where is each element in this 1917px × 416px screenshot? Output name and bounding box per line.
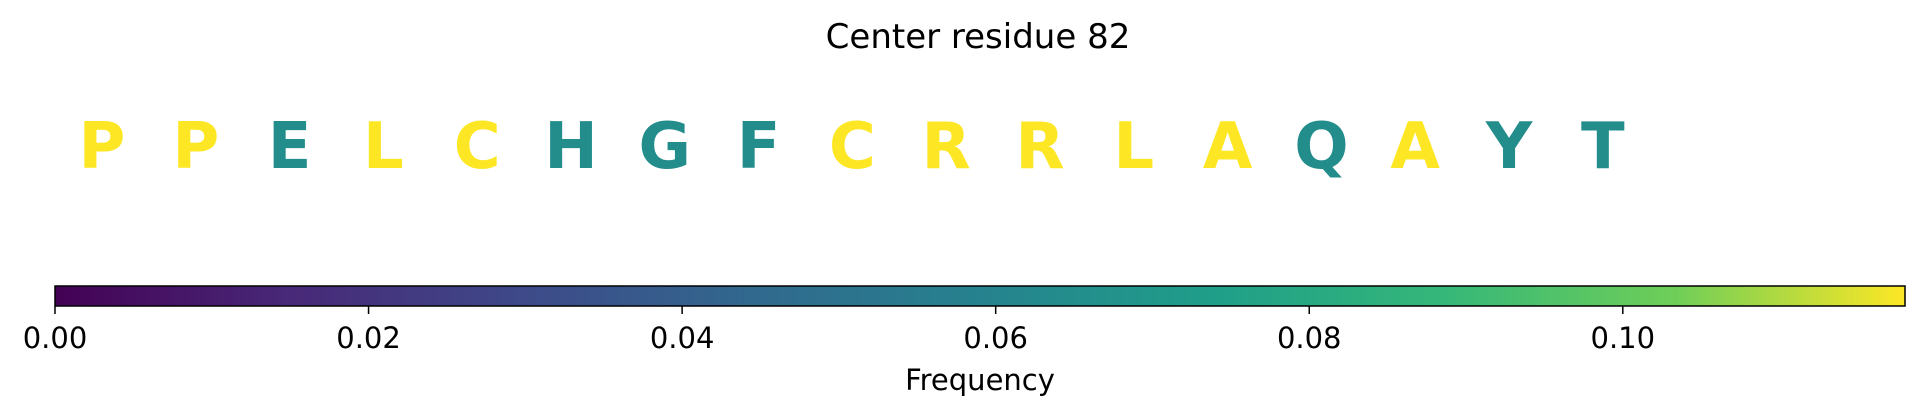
residue-letter: F <box>737 110 781 184</box>
residue-letter: H <box>544 110 598 184</box>
colorbar-ticks: 0.00 0.02 0.04 0.06 0.08 0.10 <box>23 306 1655 355</box>
residue-letter: L <box>1113 110 1154 184</box>
colorbar-tick-label: 0.08 <box>1277 321 1342 355</box>
colorbar: 0.00 0.02 0.04 0.06 0.08 0.10 <box>23 285 1906 355</box>
residue-letter: A <box>1203 110 1253 184</box>
colorbar-label: Frequency <box>905 363 1055 397</box>
colorbar-tick-label: 0.10 <box>1591 321 1656 355</box>
residue-letter: R <box>922 110 971 184</box>
residue-letter: L <box>363 110 404 184</box>
residue-letter: P <box>172 110 219 184</box>
residue-letter: T <box>1581 110 1625 184</box>
colorbar-frame <box>54 285 1906 307</box>
chart-title: Center residue 82 <box>826 17 1131 57</box>
residue-letter: Q <box>1294 110 1348 184</box>
residue-letter: Y <box>1485 110 1533 184</box>
colorbar-gradient <box>55 286 1905 306</box>
residue-letter: A <box>1390 110 1440 184</box>
colorbar-tick-label: 0.04 <box>650 321 715 355</box>
colorbar-tick-label: 0.00 <box>23 321 88 355</box>
residue-letter: C <box>454 110 501 184</box>
residue-letter: E <box>268 110 312 184</box>
residue-letter: R <box>1015 110 1064 184</box>
residue-letter: G <box>639 110 692 184</box>
residue-letter: P <box>79 110 126 184</box>
colorbar-tick-label: 0.02 <box>336 321 401 355</box>
residue-letter: C <box>829 110 876 184</box>
colorbar-tick-label: 0.06 <box>963 321 1028 355</box>
